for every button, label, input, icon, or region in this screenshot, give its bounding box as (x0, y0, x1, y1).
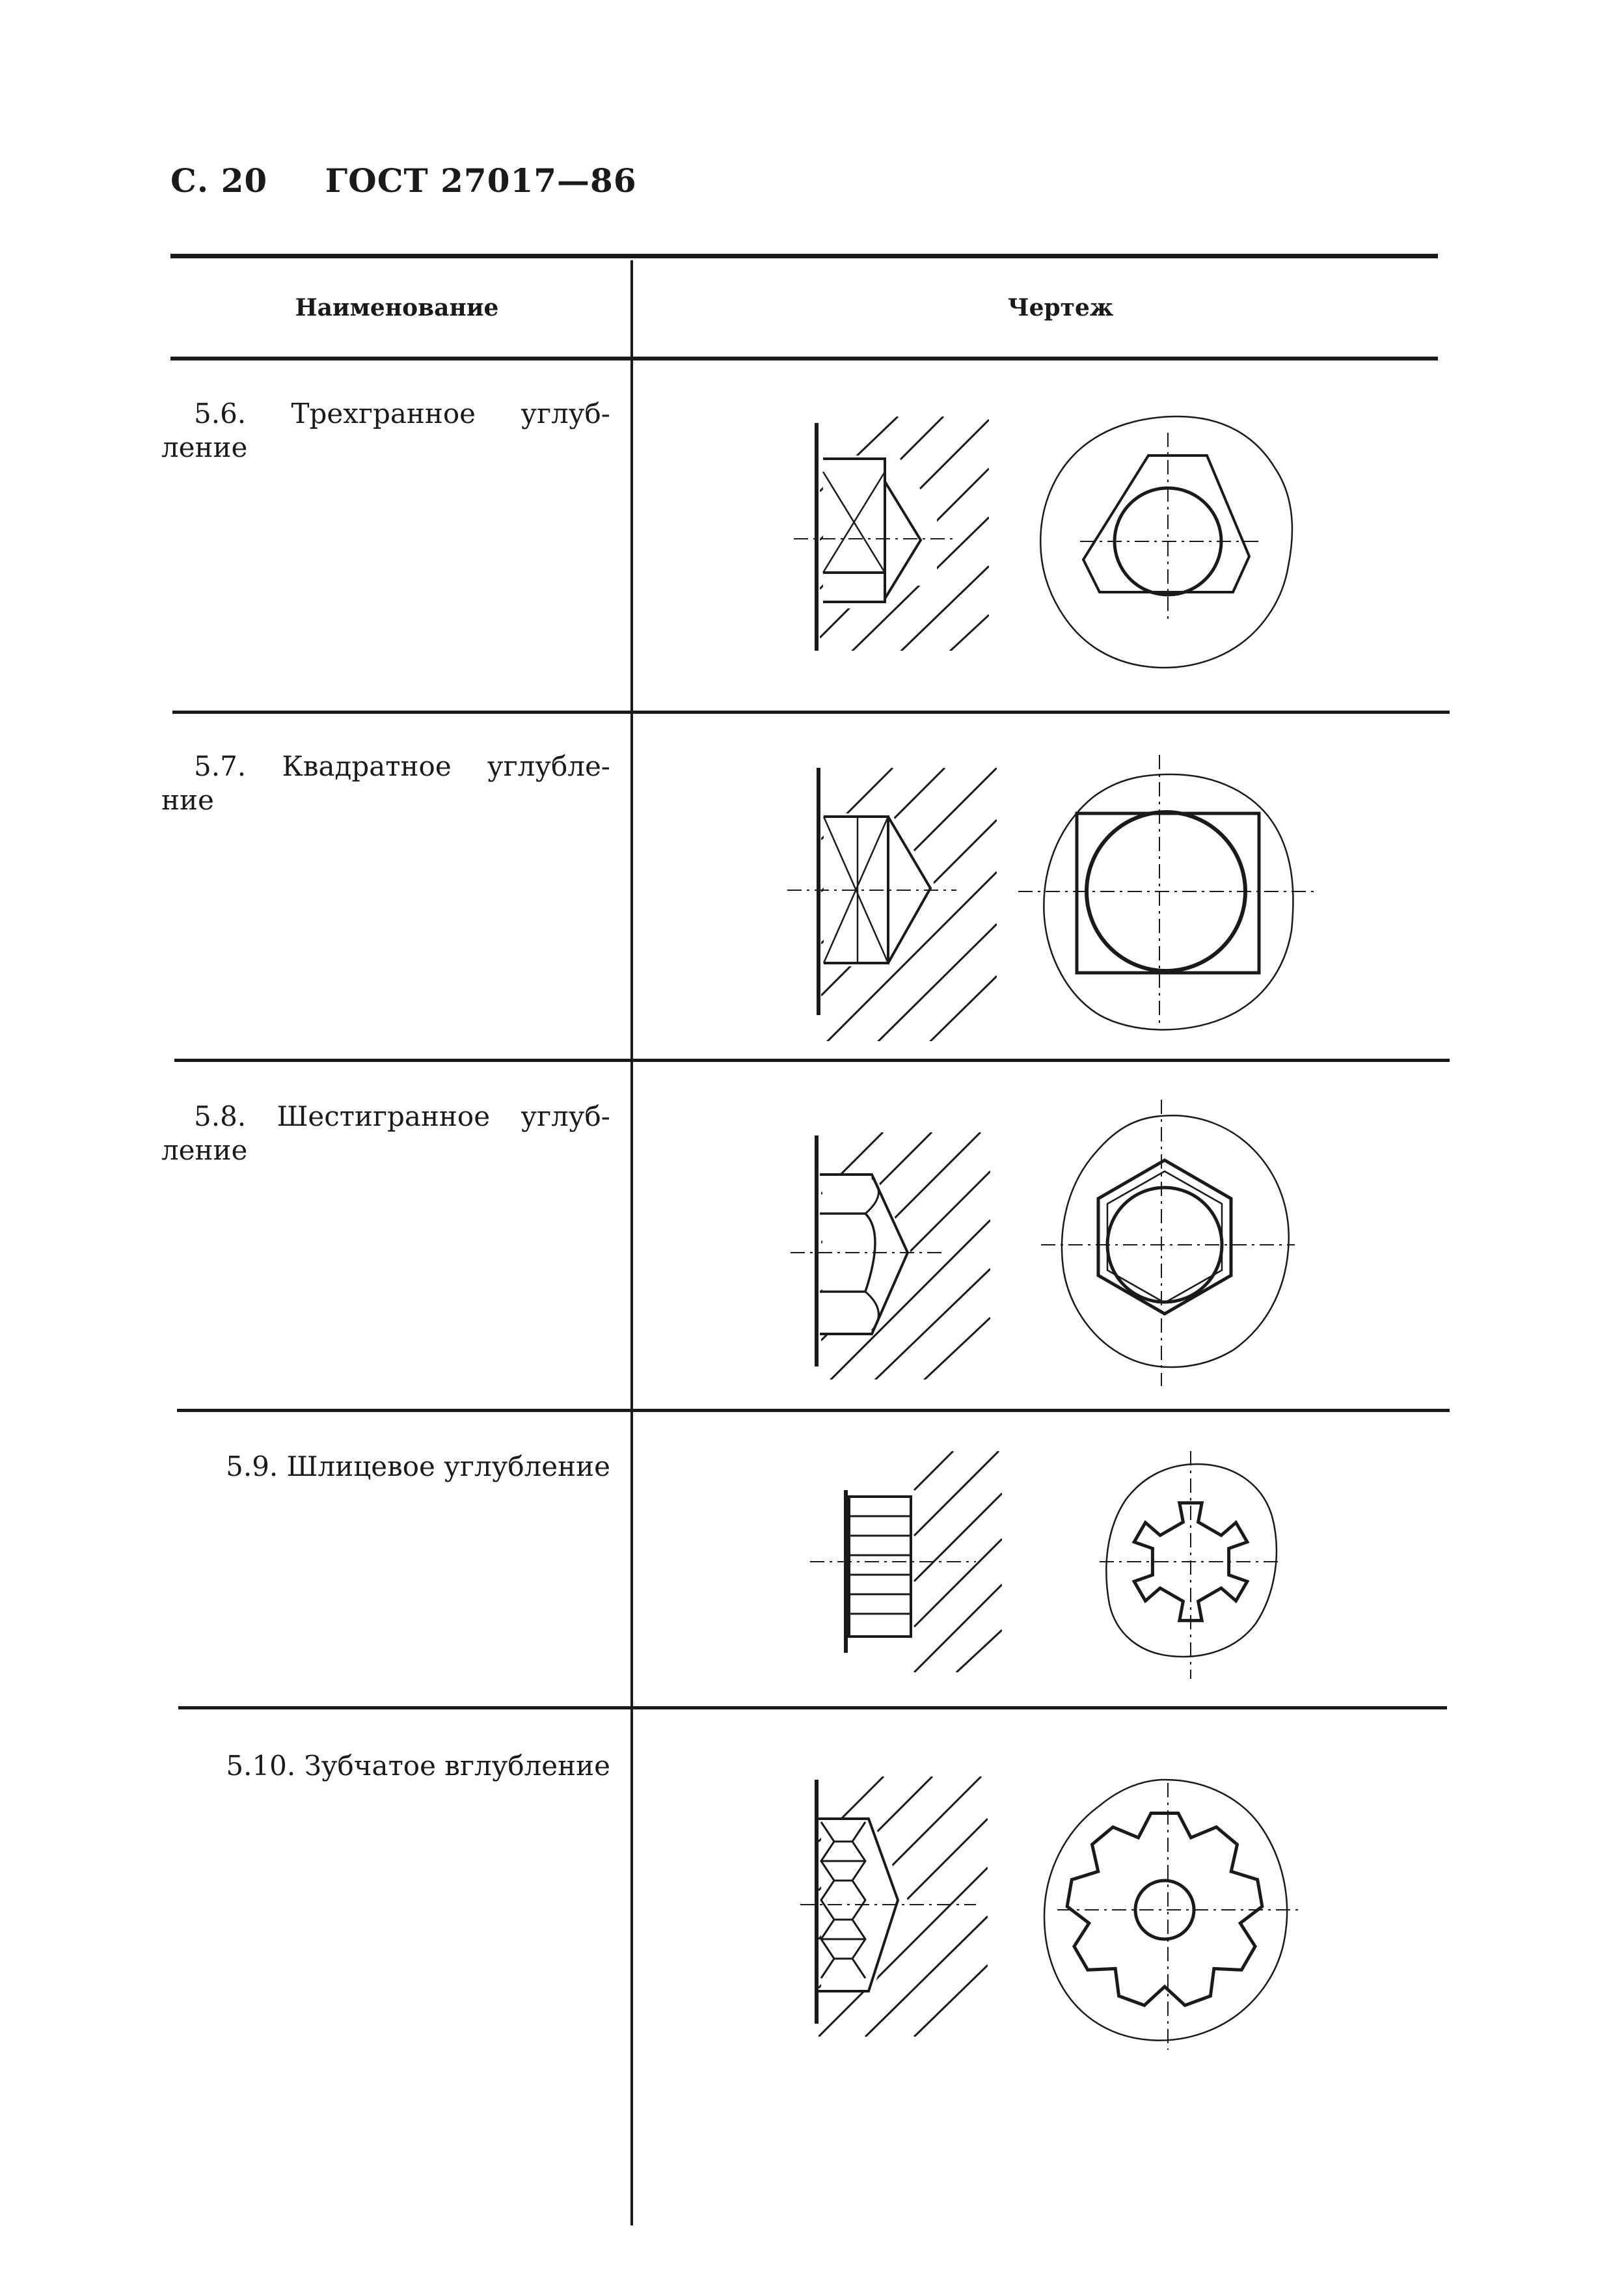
column-divider (630, 260, 633, 2225)
row-label-line: 5.8. Шестигранное углуб- (194, 1100, 610, 1132)
triangular-recess-section (794, 416, 989, 651)
table-top-rule (170, 254, 1438, 258)
row-divider (177, 1409, 1450, 1412)
row-label-5-9: 5.9. Шлицевое углубление (161, 1450, 610, 1484)
serrated-recess-plan (1043, 1778, 1298, 2050)
triangular-recess-drawing (794, 415, 1293, 669)
row-label-5-7: 5.7. Квадратное углубле- ние (161, 750, 610, 817)
square-recess-plan (1018, 755, 1314, 1031)
spline-recess-plan (1100, 1451, 1282, 1679)
column-header-drawing: Чертеж (1007, 294, 1114, 321)
row-label-line: ление (161, 1134, 248, 1166)
triangular-recess-plan (1040, 415, 1293, 669)
row-label-line: ние (161, 784, 214, 816)
row-divider (174, 1059, 1450, 1062)
hexagonal-recess-drawing (791, 1100, 1295, 1386)
row-label-5-10: 5.10. Зубчатое вглубление (161, 1749, 610, 1783)
row-label-line: 5.10. Зубчатое вглубление (226, 1750, 610, 1782)
page-number: С. 20 (170, 161, 268, 200)
row-label-5-8: 5.8. Шестигранное углуб- ление (161, 1100, 610, 1167)
row-divider (172, 711, 1450, 714)
spline-recess-section (810, 1451, 1002, 1672)
serrated-recess-drawing (800, 1776, 1298, 2050)
hexagonal-recess-plan (1041, 1100, 1295, 1386)
square-recess-drawing (787, 755, 1314, 1041)
row-label-5-6: 5.6. Трехгранное углуб- ление (161, 397, 610, 465)
table-head-rule (170, 357, 1438, 360)
hexagonal-recess-section (791, 1132, 990, 1380)
spline-recess-drawing (810, 1451, 1282, 1679)
square-recess-section (787, 768, 997, 1041)
standard-number: ГОСТ 27017—86 (325, 161, 637, 200)
spline-outline (1131, 1501, 1250, 1622)
row-label-line: ление (161, 431, 248, 463)
column-header-name: Наименование (295, 294, 499, 321)
row-label-line: 5.6. Трехгранное углуб- (194, 398, 610, 429)
row-label-line: 5.7. Квадратное углубле- (194, 750, 610, 782)
page-header: С. 20 ГОСТ 27017—86 (170, 161, 637, 200)
serrated-recess-section (800, 1776, 988, 2037)
serrated-outline (1065, 1812, 1264, 2007)
row-divider (178, 1706, 1447, 1709)
row-label-line: 5.9. Шлицевое углубление (226, 1450, 610, 1482)
